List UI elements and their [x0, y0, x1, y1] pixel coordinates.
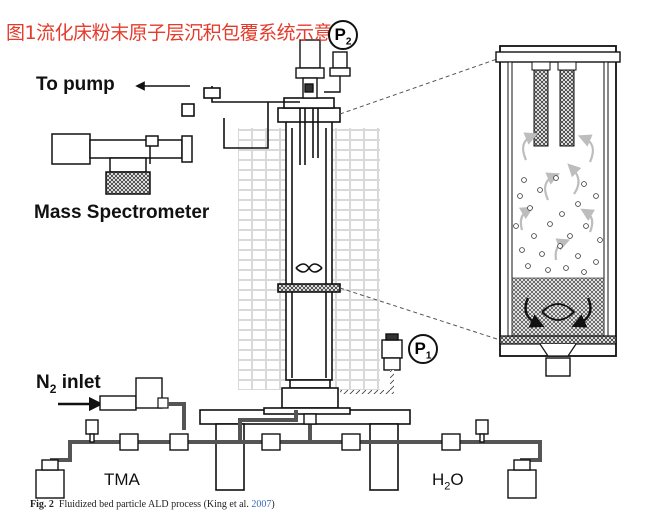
mass-spectrometer-label: Mass Spectrometer [34, 202, 210, 223]
h2o-main: H [432, 470, 445, 489]
p1-label-main: P [414, 339, 426, 358]
caption-year-link[interactable]: 2007 [251, 499, 272, 510]
zoom-lines [339, 57, 501, 341]
mass-spectrometer-unit [51, 133, 193, 195]
caption-text: Fluidized bed particle ALD process (King… [53, 499, 252, 510]
n2-inlet [58, 377, 186, 430]
top-fittings [295, 39, 351, 99]
p1-label-sub: 1 [425, 350, 432, 362]
tma-bubbler [35, 459, 65, 499]
to-pump-label: To pump [36, 74, 115, 95]
tma-label: TMA [104, 470, 140, 489]
n2-inlet-label: N2 inlet [36, 372, 101, 396]
p2-label-main: P [334, 25, 346, 44]
p1-gauge [340, 333, 403, 394]
figure-title: 图1流化床粉末原子层沉积包覆系统示意图 [6, 22, 351, 44]
manifold-valves [85, 413, 489, 451]
h2o-label: H2O [432, 470, 464, 492]
caption-fig: Fig. 2 [30, 499, 54, 510]
heater-right [332, 128, 380, 390]
reactor-column [277, 97, 341, 409]
h2o-bubbler [507, 459, 537, 499]
h2o-sub: 2 [444, 480, 451, 493]
h2o-rest: O [450, 470, 464, 489]
p1-label: P1 [408, 334, 438, 364]
p2-label: P2 [328, 20, 358, 50]
n2-inlet-sub: 2 [49, 381, 57, 396]
n2-inlet-main: N [36, 372, 50, 393]
caption-close: ) [271, 499, 275, 510]
figure-caption: Fig. 2 Fluidized bed particle ALD proces… [30, 499, 275, 510]
n2-inlet-rest: inlet [56, 372, 101, 393]
heater-left [238, 128, 286, 390]
pump-line [135, 81, 300, 149]
magnified-reactor-view [495, 45, 621, 377]
p2-label-sub: 2 [345, 36, 352, 48]
